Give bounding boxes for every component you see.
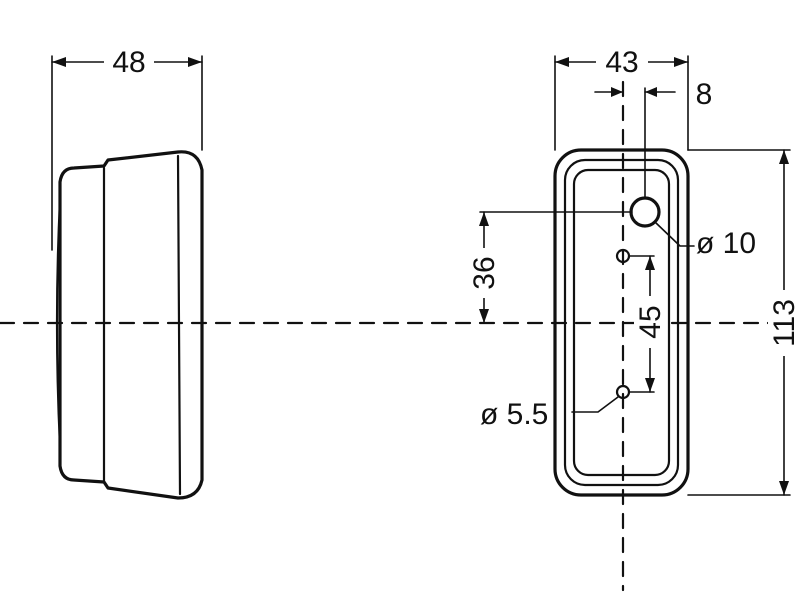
small-hole-diameter-label: ø 5.5 — [480, 398, 548, 431]
overall-height-label: 113 — [768, 299, 800, 347]
hole-spacing-label: 45 — [634, 305, 667, 338]
small-hole-leader — [571, 396, 619, 413]
large-hole-height-arrow-top — [479, 212, 489, 226]
front-width-arrow-left — [555, 57, 569, 67]
side-view-inner-edge — [176, 154, 182, 496]
hole-spacing-label-bg — [634, 296, 666, 348]
offset-label: 8 — [696, 78, 713, 111]
large-hole-height-label: 36 — [468, 256, 501, 289]
overall-height-arrow-bottom — [779, 481, 789, 495]
hole-spacing-arrow-top — [645, 256, 655, 270]
side-view-body-outline — [58, 150, 204, 500]
large-hole-diameter-label: ø 10 — [696, 227, 756, 260]
housing-inner-outline — [563, 158, 680, 487]
side-depth-label: 48 — [112, 46, 145, 79]
front-width-arrow-right — [674, 57, 688, 67]
housing-outer-outline — [553, 148, 690, 497]
side-view: 48 — [51, 44, 204, 500]
large-hole-leader — [654, 221, 695, 247]
front-view: 43 8 ø 10 ø 5.5 36 45 — [468, 44, 800, 592]
offset-arrow-left — [611, 87, 623, 97]
side-depth-arrow-right — [188, 57, 202, 67]
large-hole-height-arrow-bottom — [479, 309, 489, 323]
side-depth-label-bg — [104, 44, 154, 78]
side-depth-arrow-left — [52, 57, 66, 67]
hole-spacing-arrow-bottom — [645, 378, 655, 392]
offset-arrow-right — [645, 87, 657, 97]
front-width-label-bg — [596, 44, 648, 78]
overall-height-label-bg — [768, 290, 800, 356]
front-width-label: 43 — [605, 46, 638, 79]
housing-inner-recess — [572, 168, 671, 477]
large-hole-height-label-bg — [468, 248, 500, 298]
side-view-lens-curve — [55, 198, 62, 448]
overall-height-arrow-top — [779, 150, 789, 164]
